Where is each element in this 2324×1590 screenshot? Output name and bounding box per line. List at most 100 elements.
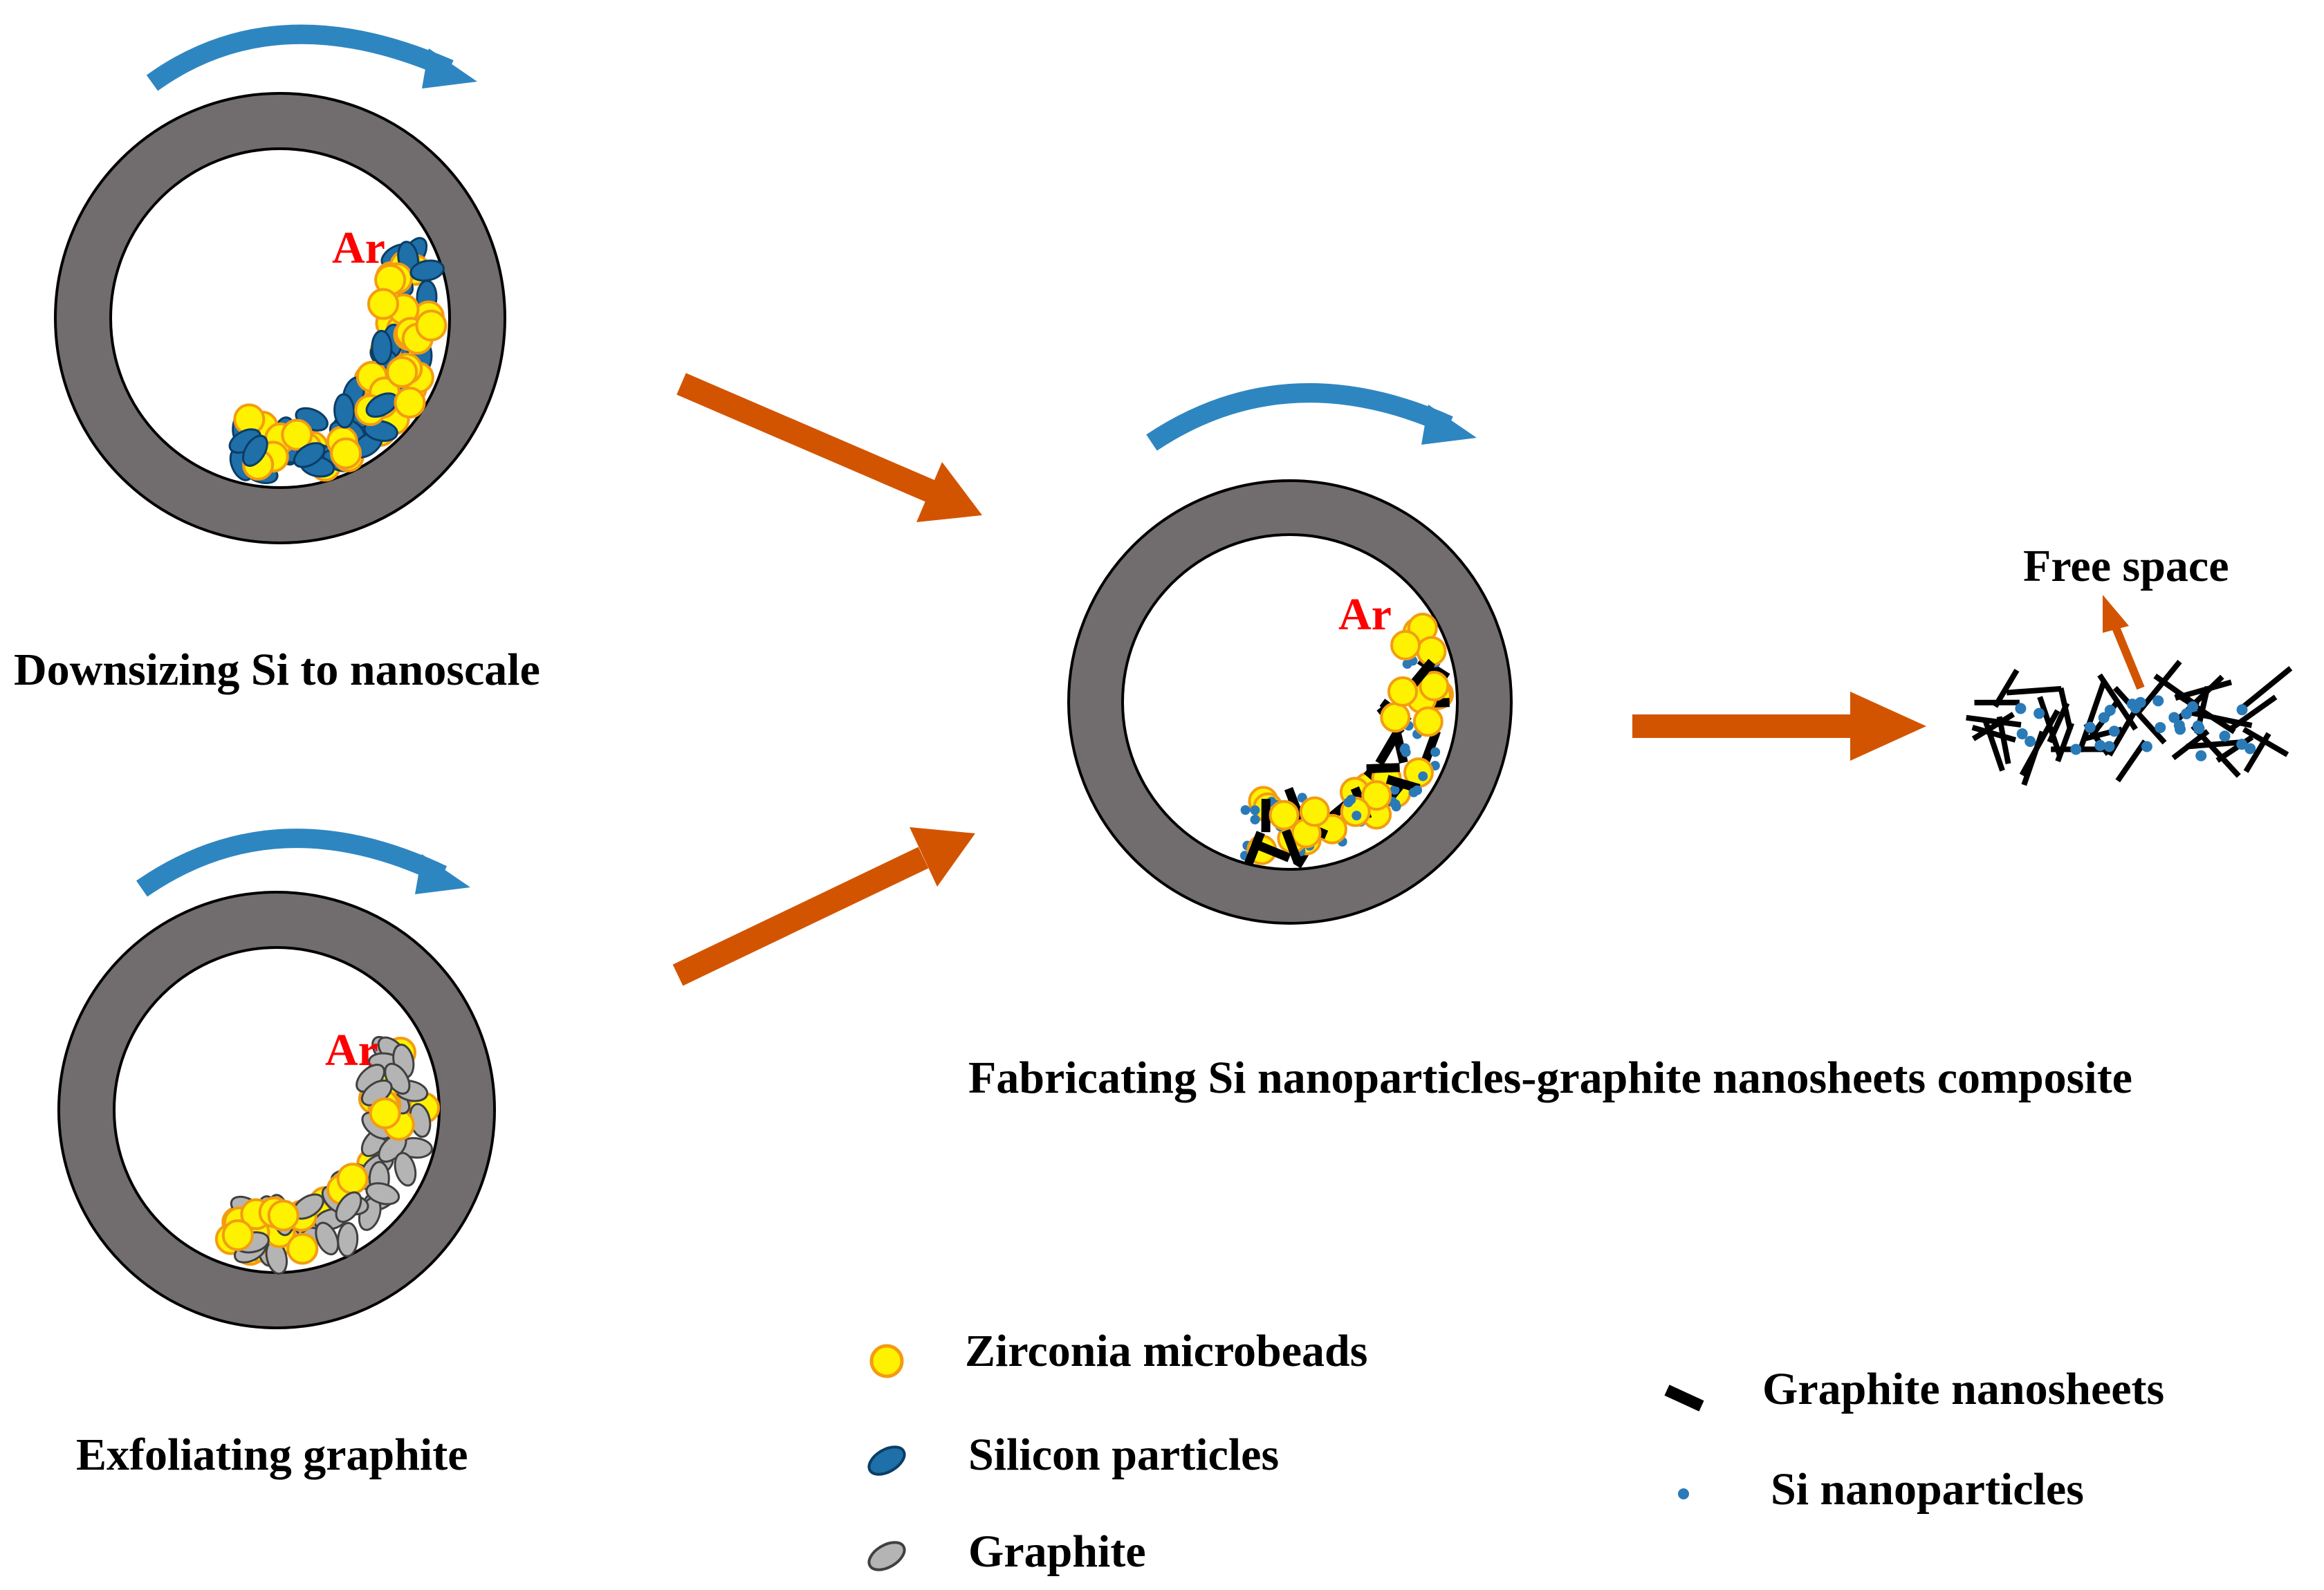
- legend-label: Graphite nanosheets: [1762, 1364, 2164, 1414]
- si-nanoparticle: [2195, 750, 2207, 761]
- legend-item-nanosheet: Graphite nanosheets: [1664, 1364, 2164, 1414]
- zirconia-bead: [386, 355, 418, 388]
- si-nanoparticle: [1408, 787, 1419, 797]
- legend-item-graphite: Graphite: [867, 1526, 1146, 1577]
- si-nanoparticle: [2175, 723, 2186, 735]
- graphite-nanosheet: [1421, 729, 1441, 764]
- legend-label: Si nanoparticles: [1771, 1464, 2084, 1515]
- zirconia-bead: [369, 1097, 401, 1129]
- silicon-particle: [371, 329, 393, 365]
- si-nanoparticle: [1352, 811, 1362, 821]
- si-nanoparticle: [2098, 712, 2110, 723]
- si-nanoparticle: [2084, 721, 2096, 733]
- graphite-nanosheet: [2238, 666, 2293, 712]
- zirconia-bead: [1387, 676, 1418, 707]
- zirconia-bead-icon: [869, 1344, 904, 1378]
- graphite-nanosheet: [2112, 685, 2167, 745]
- si-nanoparticle: [1391, 802, 1401, 812]
- graphite-nanosheet: [1971, 712, 2016, 741]
- silicon-particle: [409, 259, 445, 282]
- free-space-arrow: [2103, 595, 2145, 690]
- media-composite: [1239, 612, 1454, 869]
- silicon-particle: [242, 434, 268, 467]
- legend-label: Silicon particles: [968, 1430, 1279, 1480]
- graphite-nanosheet: [2230, 694, 2278, 731]
- rotation-arrowhead-graphite: [415, 854, 470, 894]
- caption-si: Downsizing Si to nanoscale: [14, 645, 540, 695]
- graphite-particle: [365, 1182, 400, 1205]
- si-nanoparticle: [1297, 793, 1307, 803]
- graphite-nanosheet: [2215, 734, 2254, 763]
- process-arrow-right: [1632, 692, 1926, 761]
- si-nanoparticle: [2108, 725, 2120, 737]
- si-nanoparticle: [2130, 702, 2141, 714]
- si-nanoparticle: [2236, 739, 2248, 750]
- si-nanoparticle: [2104, 704, 2116, 716]
- zirconia-bead: [1416, 636, 1447, 667]
- silicon-particle: [333, 393, 356, 429]
- legend-label: Zirconia microbeads: [965, 1326, 1367, 1376]
- graphite-nanosheet: [2115, 739, 2148, 783]
- legend-item-zirconia: Zirconia microbeads: [869, 1326, 1367, 1378]
- process-arrow-upper: [676, 373, 982, 522]
- product-composite: [1966, 660, 2293, 786]
- graphite-nanosheet: [2058, 687, 2073, 730]
- legend-item-silicon: Silicon particles: [867, 1430, 1279, 1480]
- si-nanoparticle: [2187, 701, 2199, 712]
- argon-label-composite: Ar: [1338, 589, 1392, 640]
- zirconia-bead: [1269, 799, 1300, 831]
- rotation-arrowhead-composite: [1421, 405, 1477, 445]
- legend: Zirconia microbeads Silicon particles Gr…: [867, 1326, 2164, 1577]
- zirconia-bead: [267, 1199, 299, 1232]
- zirconia-bead: [1419, 671, 1450, 702]
- si-nanoparticle-icon: [1678, 1488, 1689, 1499]
- si-nanoparticle: [1390, 785, 1400, 795]
- si-nanoparticle: [1430, 747, 1441, 757]
- si-nanoparticle: [2152, 695, 2164, 707]
- graphite-nanosheet: [2242, 727, 2289, 757]
- caption-graphite: Exfoliating graphite: [76, 1430, 468, 1480]
- legend-label: Graphite: [968, 1526, 1146, 1577]
- graphite-nanosheet: [1966, 714, 2022, 728]
- zirconia-bead: [281, 418, 313, 451]
- zirconia-bead: [394, 387, 426, 419]
- si-nanoparticle: [2103, 741, 2115, 752]
- graphite-nanosheet: [1282, 829, 1302, 863]
- si-nanoparticle: [2015, 703, 2027, 714]
- si-nanoparticle: [2236, 704, 2248, 716]
- zirconia-bead: [1390, 629, 1421, 660]
- nanosheet-icon: [1664, 1385, 1704, 1412]
- si-nanoparticle: [2034, 708, 2045, 719]
- si-nanoparticle: [1343, 797, 1354, 808]
- si-nanoparticle: [2244, 743, 2256, 755]
- si-nanoparticle: [2192, 720, 2204, 732]
- si-nanoparticle: [1250, 815, 1260, 825]
- zirconia-bead: [1412, 706, 1444, 737]
- zirconia-bead: [336, 1163, 369, 1195]
- graphite-particle-icon: [867, 1541, 906, 1571]
- mill-si: Ar: [54, 24, 506, 544]
- graphite-nanosheet: [1993, 668, 2020, 708]
- rotation-arrowhead-si: [422, 48, 477, 89]
- graphite-nanosheet: [1971, 725, 2017, 743]
- caption-composite: Fabricating Si nanoparticles-graphite na…: [968, 1053, 2132, 1103]
- si-nanoparticle: [2219, 730, 2231, 742]
- mill-composite: Ar: [1067, 383, 1513, 925]
- zirconia-bead: [286, 1232, 319, 1265]
- zirconia-bead: [330, 437, 362, 470]
- si-nanoparticle: [1418, 771, 1428, 782]
- rotation-arrow-si: [146, 24, 454, 91]
- graphite-nanosheet: [1375, 732, 1401, 766]
- graphite-particle: [315, 1221, 340, 1256]
- zirconia-bead: [1380, 702, 1411, 733]
- graphite-nanosheet: [1366, 763, 1400, 774]
- graphite-particle: [337, 1221, 359, 1257]
- zirconia-bead: [1361, 780, 1392, 811]
- argon-label-graphite: Ar: [325, 1025, 378, 1075]
- graphite-nanosheet: [2186, 739, 2242, 750]
- si-nanoparticle: [2168, 712, 2180, 723]
- si-nanoparticle: [2141, 741, 2152, 752]
- silicon-particle-icon: [867, 1445, 906, 1476]
- graphite-nanosheet: [2171, 729, 2210, 761]
